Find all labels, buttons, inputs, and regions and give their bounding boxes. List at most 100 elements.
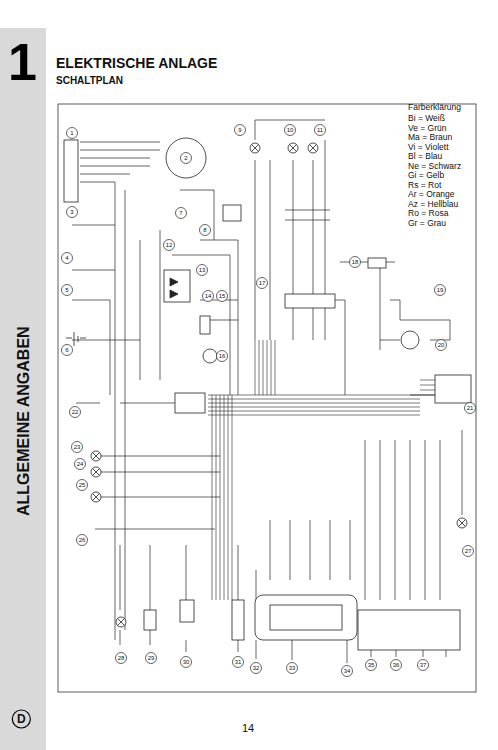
- dashboard-display: [270, 605, 342, 630]
- callout-number: 15: [215, 293, 229, 299]
- horn-symbol: [203, 349, 217, 363]
- diode-symbol: [170, 278, 178, 298]
- lamps: [91, 143, 467, 627]
- lamp-symbol: [250, 143, 260, 153]
- wire: [275, 340, 276, 395]
- lamp-symbol: [91, 451, 101, 461]
- motor-symbol: [401, 331, 419, 349]
- chapter-number: 1: [8, 36, 37, 88]
- switch-symbol: [180, 600, 194, 622]
- switch-block: [285, 294, 335, 308]
- callout-number: 2: [179, 155, 193, 161]
- wire: [228, 395, 229, 600]
- wire: [208, 407, 420, 408]
- callout-number: 7: [174, 210, 188, 216]
- color-code: Ro = Rosa: [408, 209, 448, 218]
- color-code: Ne = Schwarz: [408, 162, 461, 171]
- wire: [212, 395, 213, 600]
- callout-number: 18: [348, 259, 362, 265]
- side-band: [0, 28, 46, 750]
- callout-number: 32: [249, 665, 263, 671]
- callout-number: 30: [179, 659, 193, 665]
- wire: [420, 380, 435, 381]
- color-code: Gr = Grau: [408, 219, 446, 228]
- legend-heading: Farberklärung: [408, 103, 461, 112]
- side-heading: ALLGEMEINE ANGABEN: [16, 356, 32, 516]
- callout-number: 10: [283, 127, 297, 133]
- callout-number: 31: [231, 659, 245, 665]
- flywheel-magneto: [166, 138, 206, 178]
- callout-number: 36: [389, 662, 403, 668]
- wire: [232, 395, 233, 600]
- connector-symbol: [144, 610, 156, 630]
- callout-number: 14: [201, 293, 215, 299]
- lamp-symbol: [116, 617, 126, 627]
- callout-number: 23: [70, 444, 84, 450]
- lamp-cross: [118, 619, 125, 626]
- callout-number: 6: [60, 347, 74, 353]
- callout-number: 5: [60, 287, 74, 293]
- connector-block: [64, 140, 78, 202]
- wire: [259, 340, 260, 395]
- relay-block: [358, 610, 460, 650]
- lamp-cross: [290, 145, 297, 152]
- lamp-symbol: [288, 143, 298, 153]
- callout-number: 1: [65, 130, 79, 136]
- rectifier-block: [164, 270, 190, 302]
- wire: [255, 340, 256, 395]
- dashboard-housing: [255, 595, 357, 640]
- callout-number: 17: [255, 280, 269, 286]
- coil-symbol: [435, 375, 471, 403]
- wire: [420, 385, 435, 386]
- callout-number: 29: [144, 655, 158, 661]
- callout-number: 34: [340, 668, 354, 674]
- page-number: 14: [242, 723, 254, 734]
- wire: [208, 403, 420, 404]
- lamp-symbol: [91, 492, 101, 502]
- callout-number: 8: [198, 227, 212, 233]
- lamp-symbol: [308, 143, 318, 153]
- wire: [208, 415, 420, 416]
- sensor-symbol: [232, 600, 244, 640]
- lamp-cross: [93, 469, 100, 476]
- section-heading: SCHALTPLAN: [56, 76, 123, 86]
- wires: [72, 120, 470, 663]
- color-code: Bi = Weiß: [408, 114, 445, 123]
- page-title: ELEKTRISCHE ANLAGE: [56, 56, 217, 70]
- wire: [420, 395, 435, 396]
- color-code: Ve = Grün: [408, 124, 447, 133]
- lamp-cross: [459, 520, 466, 527]
- battery-symbol: [66, 332, 86, 346]
- callout-number: 16: [215, 353, 229, 359]
- callout-number: 13: [195, 267, 209, 273]
- language-mark: D: [17, 713, 26, 725]
- callout-number: 20: [434, 342, 448, 348]
- callout-number: 22: [68, 409, 82, 415]
- color-code: Az = Hellblau: [408, 200, 458, 209]
- wire: [208, 395, 420, 396]
- wire: [271, 340, 272, 395]
- wire: [208, 411, 420, 412]
- relay-symbol: [223, 205, 241, 221]
- callout-number: 9: [233, 127, 247, 133]
- connector-block: [175, 393, 205, 413]
- diagram-frame: [58, 104, 476, 692]
- lamp-cross: [252, 145, 259, 152]
- wire: [224, 395, 225, 600]
- language-circle: [12, 710, 30, 728]
- lamp-symbol: [457, 518, 467, 528]
- callout-number: 35: [364, 662, 378, 668]
- wire: [216, 395, 217, 600]
- color-code: Ar = Orange: [408, 190, 455, 199]
- callout-number: 33: [285, 665, 299, 671]
- wire: [420, 390, 435, 391]
- lamp-cross: [310, 145, 317, 152]
- color-code: Gi = Gelb: [408, 171, 444, 180]
- callout-number: 21: [463, 405, 477, 411]
- wire: [267, 340, 268, 395]
- wire: [220, 395, 221, 600]
- color-code: Bl = Blau: [408, 152, 442, 161]
- wire: [263, 340, 264, 395]
- color-code: Ma = Braun: [408, 133, 452, 142]
